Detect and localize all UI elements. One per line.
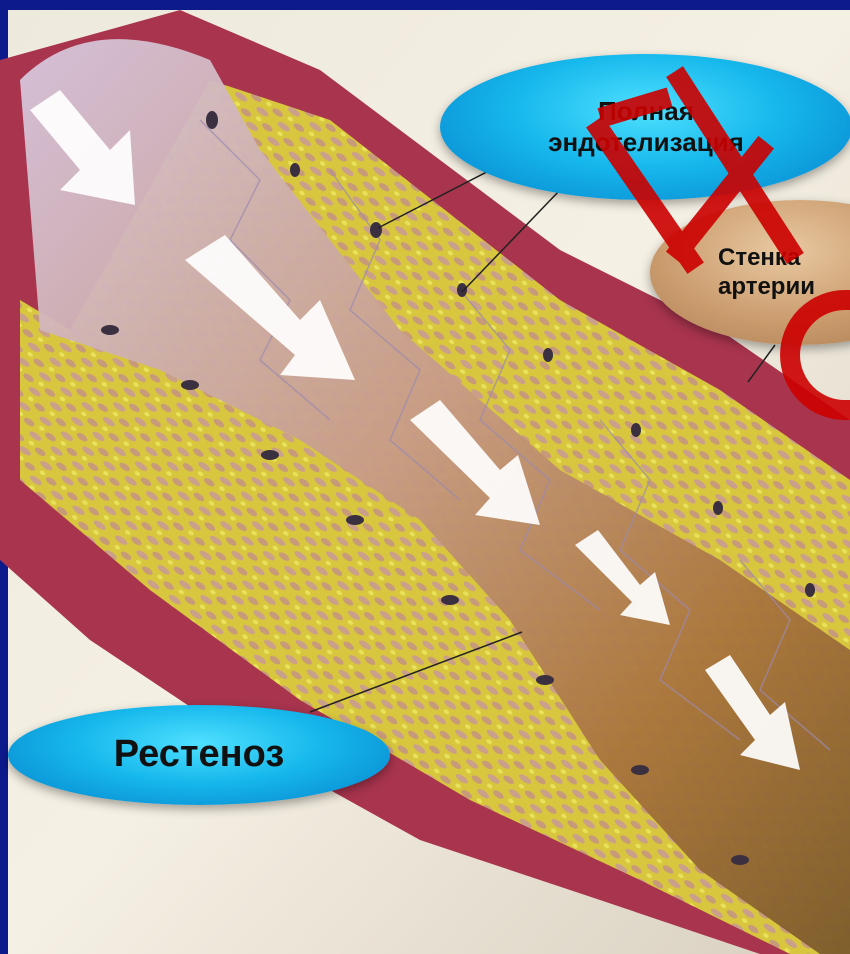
callout-restenosis: Рестеноз <box>8 705 390 805</box>
callout-endothelization: Полная эндотелизация <box>440 54 850 200</box>
callout-endothelization-line1: Полная <box>548 96 744 127</box>
callout-artery-wall-line1: Стенка <box>718 244 815 273</box>
callout-restenosis-label: Рестеноз <box>114 732 284 778</box>
callout-endothelization-line2: эндотелизация <box>548 127 744 158</box>
callout-artery-wall-line2: артерии <box>718 273 815 302</box>
